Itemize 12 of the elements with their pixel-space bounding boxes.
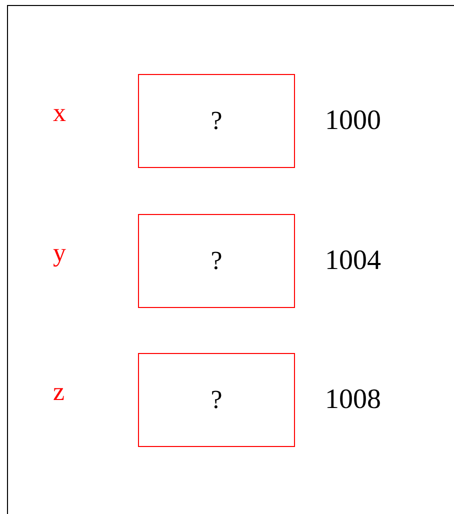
memory-address: 1008 (325, 386, 381, 414)
variable-name: x (53, 100, 66, 126)
cell-value: ? (210, 248, 222, 274)
memory-cell (138, 353, 295, 447)
memory-cell (138, 74, 295, 168)
variable-name: y (53, 240, 66, 266)
cell-value: ? (210, 387, 222, 413)
memory-cell (138, 214, 295, 308)
memory-address: 1000 (325, 107, 381, 135)
variable-name: z (53, 379, 65, 405)
cell-value: ? (210, 108, 222, 134)
memory-address: 1004 (325, 247, 381, 275)
